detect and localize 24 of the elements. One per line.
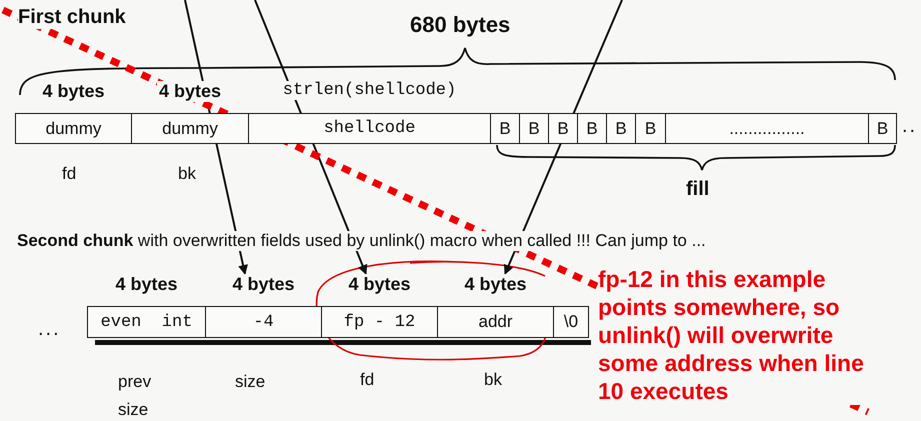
memory-field: shellcode (248, 113, 491, 144)
size-label: 4 bytes (156, 81, 224, 102)
memory-field: dummy (131, 113, 249, 144)
memory-field: B (635, 113, 666, 144)
size-label: 4 bytes (462, 274, 529, 295)
memory-field: B (606, 113, 636, 144)
size-label: 4 bytes (346, 274, 413, 295)
size-label: 4 bytes (40, 81, 107, 102)
memory-field: B (490, 113, 520, 144)
chunk-description: Second chunk with overwritten fields used by unlink() macro when called !!! Can jump to ... (17, 231, 706, 251)
memory-field: fp - 12 (321, 306, 438, 338)
size-label: 4 bytes (113, 274, 180, 295)
size-label: 4 bytes (230, 274, 297, 295)
memory-field: even int (87, 306, 206, 338)
memory-field: ................ (665, 113, 869, 144)
memory-field: B (519, 113, 549, 144)
memory-field: -4 (205, 306, 322, 338)
memory-field: B (868, 113, 897, 144)
chunk-title: First chunk (18, 6, 126, 29)
memory-field: \0 (553, 306, 589, 338)
memory-field: addr (437, 306, 554, 338)
memory-field: B (548, 113, 578, 144)
memory-field: dummy (15, 113, 132, 144)
memory-field: B (577, 113, 607, 144)
